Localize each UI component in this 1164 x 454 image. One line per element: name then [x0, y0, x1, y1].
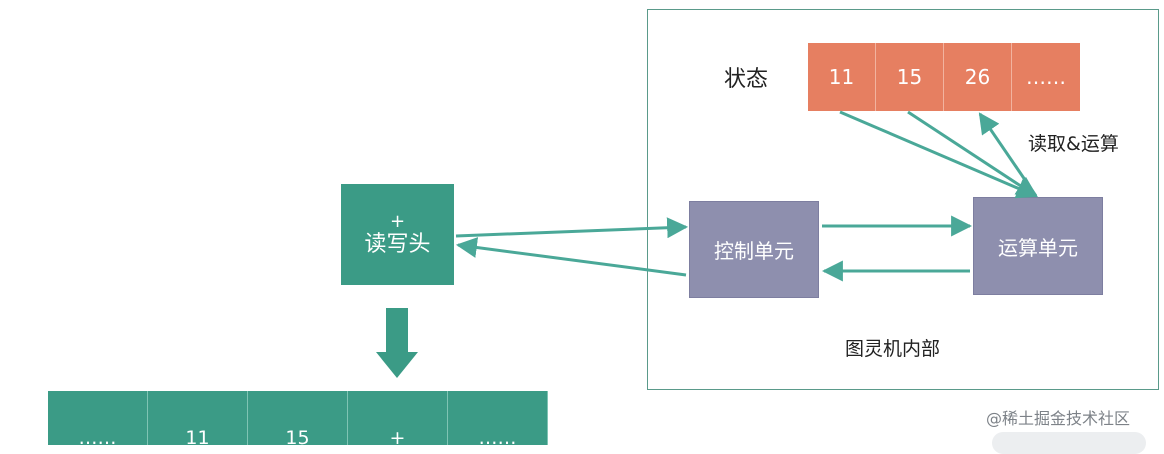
tape-cell: ……	[48, 391, 148, 445]
state-cell: 26	[944, 43, 1012, 111]
control-unit: 控制单元	[689, 201, 819, 298]
state-cell: 11	[808, 43, 876, 111]
arrow-control-to-head	[455, 237, 687, 277]
down-arrow-head-to-tape	[376, 308, 418, 378]
watermark-pill	[992, 432, 1146, 454]
turing-machine-internal-frame	[647, 9, 1159, 390]
arithmetic-unit: 运算单元	[973, 197, 1103, 295]
read-write-head: + 读写头	[341, 184, 454, 285]
arrow-head-to-control	[455, 217, 689, 239]
tape: …… 11 15 + ……	[48, 391, 548, 445]
tape-cell: 11	[148, 391, 248, 445]
arrow-alu-to-state-26	[978, 112, 1038, 197]
watermark: @稀土掘金技术社区	[986, 409, 1131, 428]
arrow-state-15-to-alu	[907, 110, 1038, 198]
head-symbol: +	[389, 210, 406, 232]
arithmetic-unit-label: 运算单元	[998, 235, 1078, 260]
arrow-state-11-to-alu	[839, 110, 1038, 199]
read-compute-label: 读取&运算	[1028, 133, 1119, 155]
tape-cell: ……	[448, 391, 548, 445]
state-cell: 15	[876, 43, 944, 111]
state-cell: ……	[1012, 43, 1080, 111]
tape-cell: +	[348, 391, 448, 445]
turing-machine-internal-label: 图灵机内部	[845, 338, 941, 360]
tape-cell: 15	[248, 391, 348, 445]
head-label: 读写头	[364, 232, 431, 258]
state-label: 状态	[724, 67, 769, 92]
state-register: 11 15 26 ……	[808, 43, 1080, 111]
control-unit-label: 控制单元	[714, 239, 794, 263]
